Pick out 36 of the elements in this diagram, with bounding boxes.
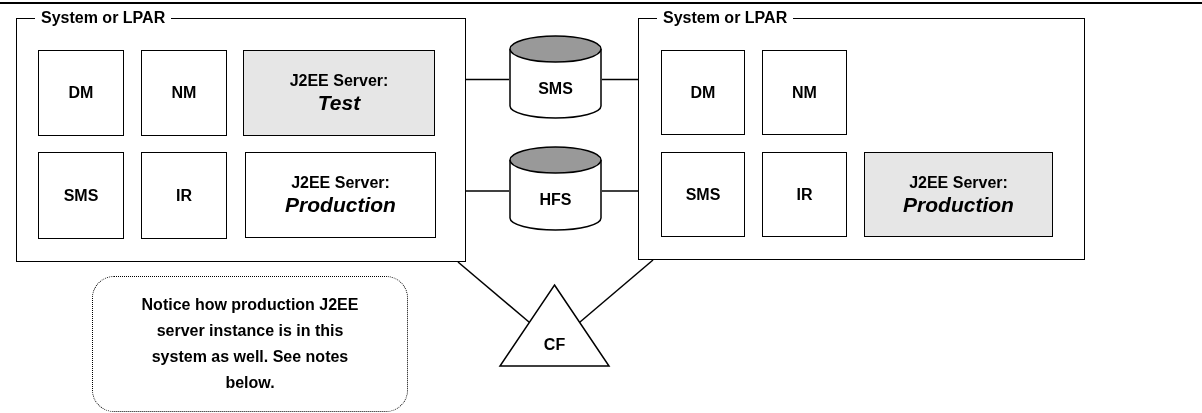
connector-line — [601, 78, 639, 81]
connector-line — [465, 190, 510, 192]
component-box — [38, 50, 124, 136]
component-box — [141, 152, 227, 239]
box-label: IR — [176, 185, 192, 206]
server-role-label: Test — [317, 91, 361, 115]
frame-title: System or LPAR — [35, 8, 172, 28]
box-label: HFS — [539, 190, 572, 210]
box-label: J2EE Server: — [289, 71, 389, 91]
note-text: Notice how production J2EE server instance is in this system as well. See notes below. — [140, 295, 360, 393]
note-callout — [92, 276, 408, 412]
box-label: NM — [792, 82, 817, 103]
component-box — [661, 50, 745, 135]
component-box — [762, 50, 847, 135]
component-box — [38, 152, 124, 239]
box-label: SMS — [538, 78, 573, 99]
box-label: CF — [543, 334, 566, 355]
component-box — [661, 152, 745, 237]
connector-line — [601, 190, 639, 192]
server-role-label: Production — [903, 192, 1014, 217]
component-box — [141, 50, 227, 136]
box-label: IR — [796, 184, 813, 205]
box-label: NM — [171, 83, 197, 103]
frame-title: System or LPAR — [657, 8, 794, 28]
box-label: DM — [68, 83, 94, 103]
server-box — [243, 50, 435, 136]
box-label: SMS — [685, 184, 721, 205]
box-label: SMS — [63, 185, 99, 206]
connector-line — [465, 78, 510, 81]
box-label: DM — [690, 82, 716, 103]
component-box — [762, 152, 847, 237]
box-label: J2EE Server: — [291, 173, 390, 193]
server-box — [864, 152, 1053, 237]
box-label: J2EE Server: — [909, 172, 1008, 193]
server-role-label: Production — [285, 193, 396, 217]
component-box — [245, 152, 436, 238]
